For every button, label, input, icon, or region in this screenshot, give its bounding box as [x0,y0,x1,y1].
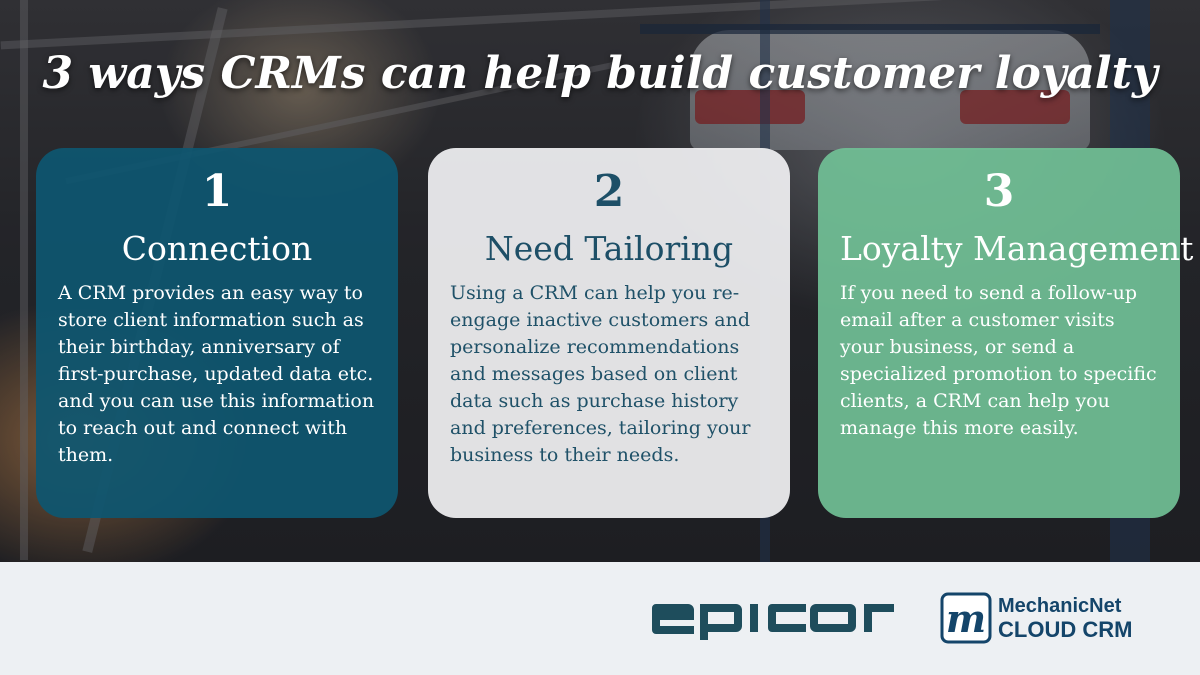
page-title: 3 ways CRMs can help build customer loya… [42,48,1158,99]
mechanicnet-m-icon: m [940,592,992,644]
card-need-tailoring: 2 Need Tailoring Using a CRM can help yo… [428,148,790,518]
card-number: 3 [983,166,1015,217]
svg-text:m: m [946,596,986,641]
card-body: Using a CRM can help you re-engage inact… [450,282,751,466]
card-heading: Need Tailoring [484,229,734,268]
mechanicnet-product: CLOUD CRM [998,617,1133,642]
card-number: 1 [201,166,233,217]
card-heading: Loyalty Management [840,229,1194,268]
card-body: If you need to send a follow-up email af… [840,282,1157,439]
card-connection: 1 Connection A CRM provides an easy way … [36,148,398,518]
car-taillight [960,90,1070,124]
lift-arm [640,24,1100,34]
card-heading: Connection [121,229,313,268]
card-loyalty-management: 3 Loyalty Management If you need to send… [818,148,1194,518]
card-body: A CRM provides an easy way to store clie… [58,282,375,466]
card-number: 2 [593,166,625,217]
mechanicnet-logo: m MechanicNet CLOUD CRM [940,592,1140,648]
ceiling-beam [20,0,28,560]
mechanicnet-name: MechanicNet [998,595,1122,617]
car-taillight [695,90,805,124]
epicor-logo: epicor [652,604,894,640]
footer-bar [0,562,1200,675]
